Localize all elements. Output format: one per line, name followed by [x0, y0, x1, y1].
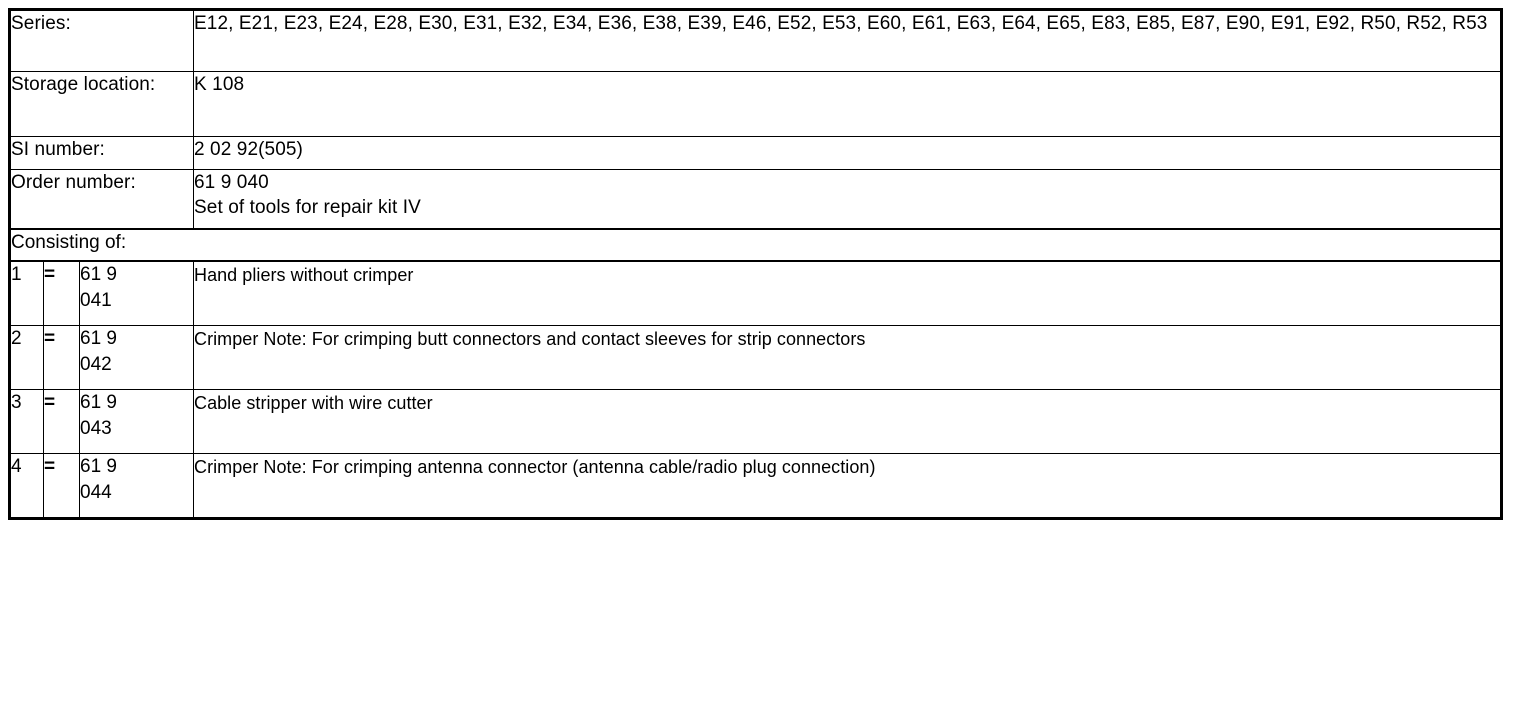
item-description: Cable stripper with wire cutter [193, 389, 1502, 454]
table-row-si-number: SI number: 2 02 92(505) [8, 136, 1502, 170]
table-row-item: 2 = 61 9 042 Crimper Note: For crimping … [9, 325, 1502, 390]
label-order-number: Order number: [8, 169, 195, 230]
tool-set-specification-table: Series: E12, E21, E23, E24, E28, E30, E3… [8, 8, 1503, 520]
part-number-line-1: 61 9 [80, 328, 117, 349]
part-number-line-2: 042 [80, 354, 112, 375]
item-description: Hand pliers without crimper [193, 260, 1502, 326]
item-part-number: 61 9 042 [78, 325, 195, 390]
part-number-line-2: 043 [80, 418, 112, 439]
part-number-line-1: 61 9 [80, 264, 117, 285]
table-row-consisting-of: Consisting of: [9, 228, 1502, 262]
item-description: Crimper Note: For crimping antenna conne… [193, 453, 1502, 519]
table-row-item: 4 = 61 9 044 Crimper Note: For crimping … [9, 453, 1502, 519]
item-equals-sign: = [43, 453, 80, 519]
item-part-number: 61 9 041 [78, 260, 195, 326]
value-series: E12, E21, E23, E24, E28, E30, E31, E32, … [193, 9, 1502, 72]
item-description: Crimper Note: For crimping butt connecto… [193, 325, 1502, 390]
item-index: 1 [9, 260, 44, 326]
label-series: Series: [8, 9, 195, 72]
item-part-number: 61 9 043 [78, 389, 195, 454]
part-number-line-2: 041 [80, 290, 112, 311]
part-number-line-1: 61 9 [80, 392, 117, 413]
part-number-line-2: 044 [80, 482, 112, 503]
item-equals-sign: = [43, 389, 80, 454]
item-index: 3 [9, 389, 44, 454]
label-si-number: SI number: [8, 136, 195, 170]
item-part-number: 61 9 044 [78, 453, 195, 519]
label-consisting-of: Consisting of: [9, 228, 1502, 262]
value-storage-location: K 108 [193, 71, 1502, 137]
value-order-number: 61 9 040 Set of tools for repair kit IV [193, 169, 1502, 230]
item-index: 2 [9, 325, 44, 390]
order-number-code: 61 9 040 [194, 172, 269, 193]
table-row-item: 1 = 61 9 041 Hand pliers without crimper [9, 260, 1502, 326]
value-si-number: 2 02 92(505) [193, 136, 1502, 170]
label-storage-location: Storage location: [8, 71, 195, 137]
table-row-storage-location: Storage location: K 108 [8, 71, 1502, 137]
item-equals-sign: = [43, 260, 80, 326]
item-equals-sign: = [43, 325, 80, 390]
table-row-series: Series: E12, E21, E23, E24, E28, E30, E3… [8, 9, 1502, 72]
part-number-line-1: 61 9 [80, 456, 117, 477]
table-row-item: 3 = 61 9 043 Cable stripper with wire cu… [9, 389, 1502, 454]
item-index: 4 [9, 453, 44, 519]
table-row-order-number: Order number: 61 9 040 Set of tools for … [8, 169, 1502, 230]
order-number-description: Set of tools for repair kit IV [194, 197, 421, 218]
